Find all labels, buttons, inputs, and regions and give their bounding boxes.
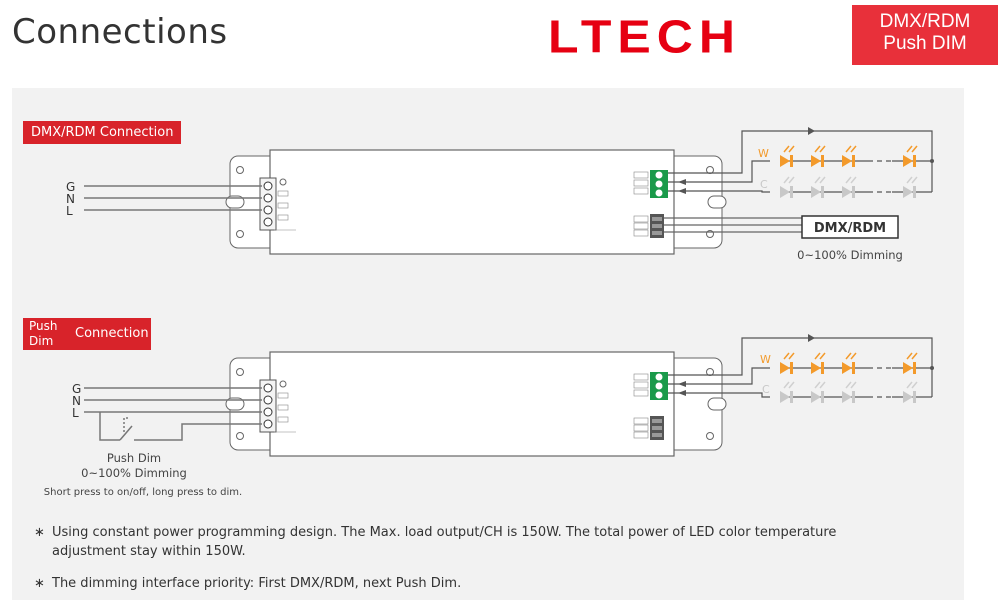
led-string-c-1 (779, 176, 918, 199)
led-string-c-2 (779, 381, 918, 404)
ltech-logo: LTECH (548, 11, 741, 63)
dmx-dimming-label: 0~100% Dimming (797, 248, 903, 262)
note1-line1: Using constant power programming design.… (52, 525, 837, 540)
driver-1 (225, 149, 727, 255)
push-dim-tag-word: Connection (75, 326, 149, 341)
dmx-rdm-connection-tag: DMX/RDM Connection (23, 121, 182, 144)
input-label-l: L (66, 204, 73, 218)
push-dim-tag-line2: Dim (29, 334, 54, 348)
badge-line-2: Push DIM (883, 33, 967, 54)
input-label-n-2: N (72, 394, 81, 408)
led-w-label-2: W (760, 353, 771, 366)
led-string-w-2 (779, 352, 918, 375)
dmx-rdm-box-label: DMX/RDM (814, 221, 886, 236)
input-label-g-2: G (72, 382, 81, 396)
led-w-label-1: W (758, 147, 769, 160)
dmx-wires (664, 217, 802, 233)
led-c-label-2: C (762, 383, 770, 396)
note1-line2: adjustment stay within 150W. (52, 544, 246, 559)
push-dim-tag-line1: Push (29, 319, 58, 333)
mode-badge: DMX/RDM Push DIM (852, 5, 998, 65)
dmx-rdm-box (801, 215, 899, 239)
input-label-l-2: L (72, 406, 79, 420)
note-bullet-2: ∗ (34, 576, 45, 591)
note-bullet-1: ∗ (34, 525, 45, 540)
led-string-w-1 (779, 145, 918, 168)
led-c-label-1: C (760, 178, 768, 191)
note2-text: The dimming interface priority: First DM… (52, 576, 462, 591)
input-label-g: G (66, 180, 75, 194)
page-title: Connections (12, 12, 228, 52)
note-constant-power: ∗ Using constant power programming design… (34, 523, 934, 561)
input-label-n: N (66, 192, 75, 206)
input-wires-2 (84, 387, 262, 441)
push-dim-label: Push Dim (107, 451, 161, 465)
push-dim-connection-tag: Push Dim Connection (23, 318, 151, 350)
input-wires-1 (84, 185, 262, 211)
driver-2 (225, 351, 727, 457)
push-usage-label: Short press to on/off, long press to dim… (44, 487, 242, 498)
badge-line-1: DMX/RDM (879, 11, 971, 32)
push-dimming-label: 0~100% Dimming (81, 466, 187, 480)
note-dimming-priority: ∗ The dimming interface priority: First D… (34, 574, 461, 593)
